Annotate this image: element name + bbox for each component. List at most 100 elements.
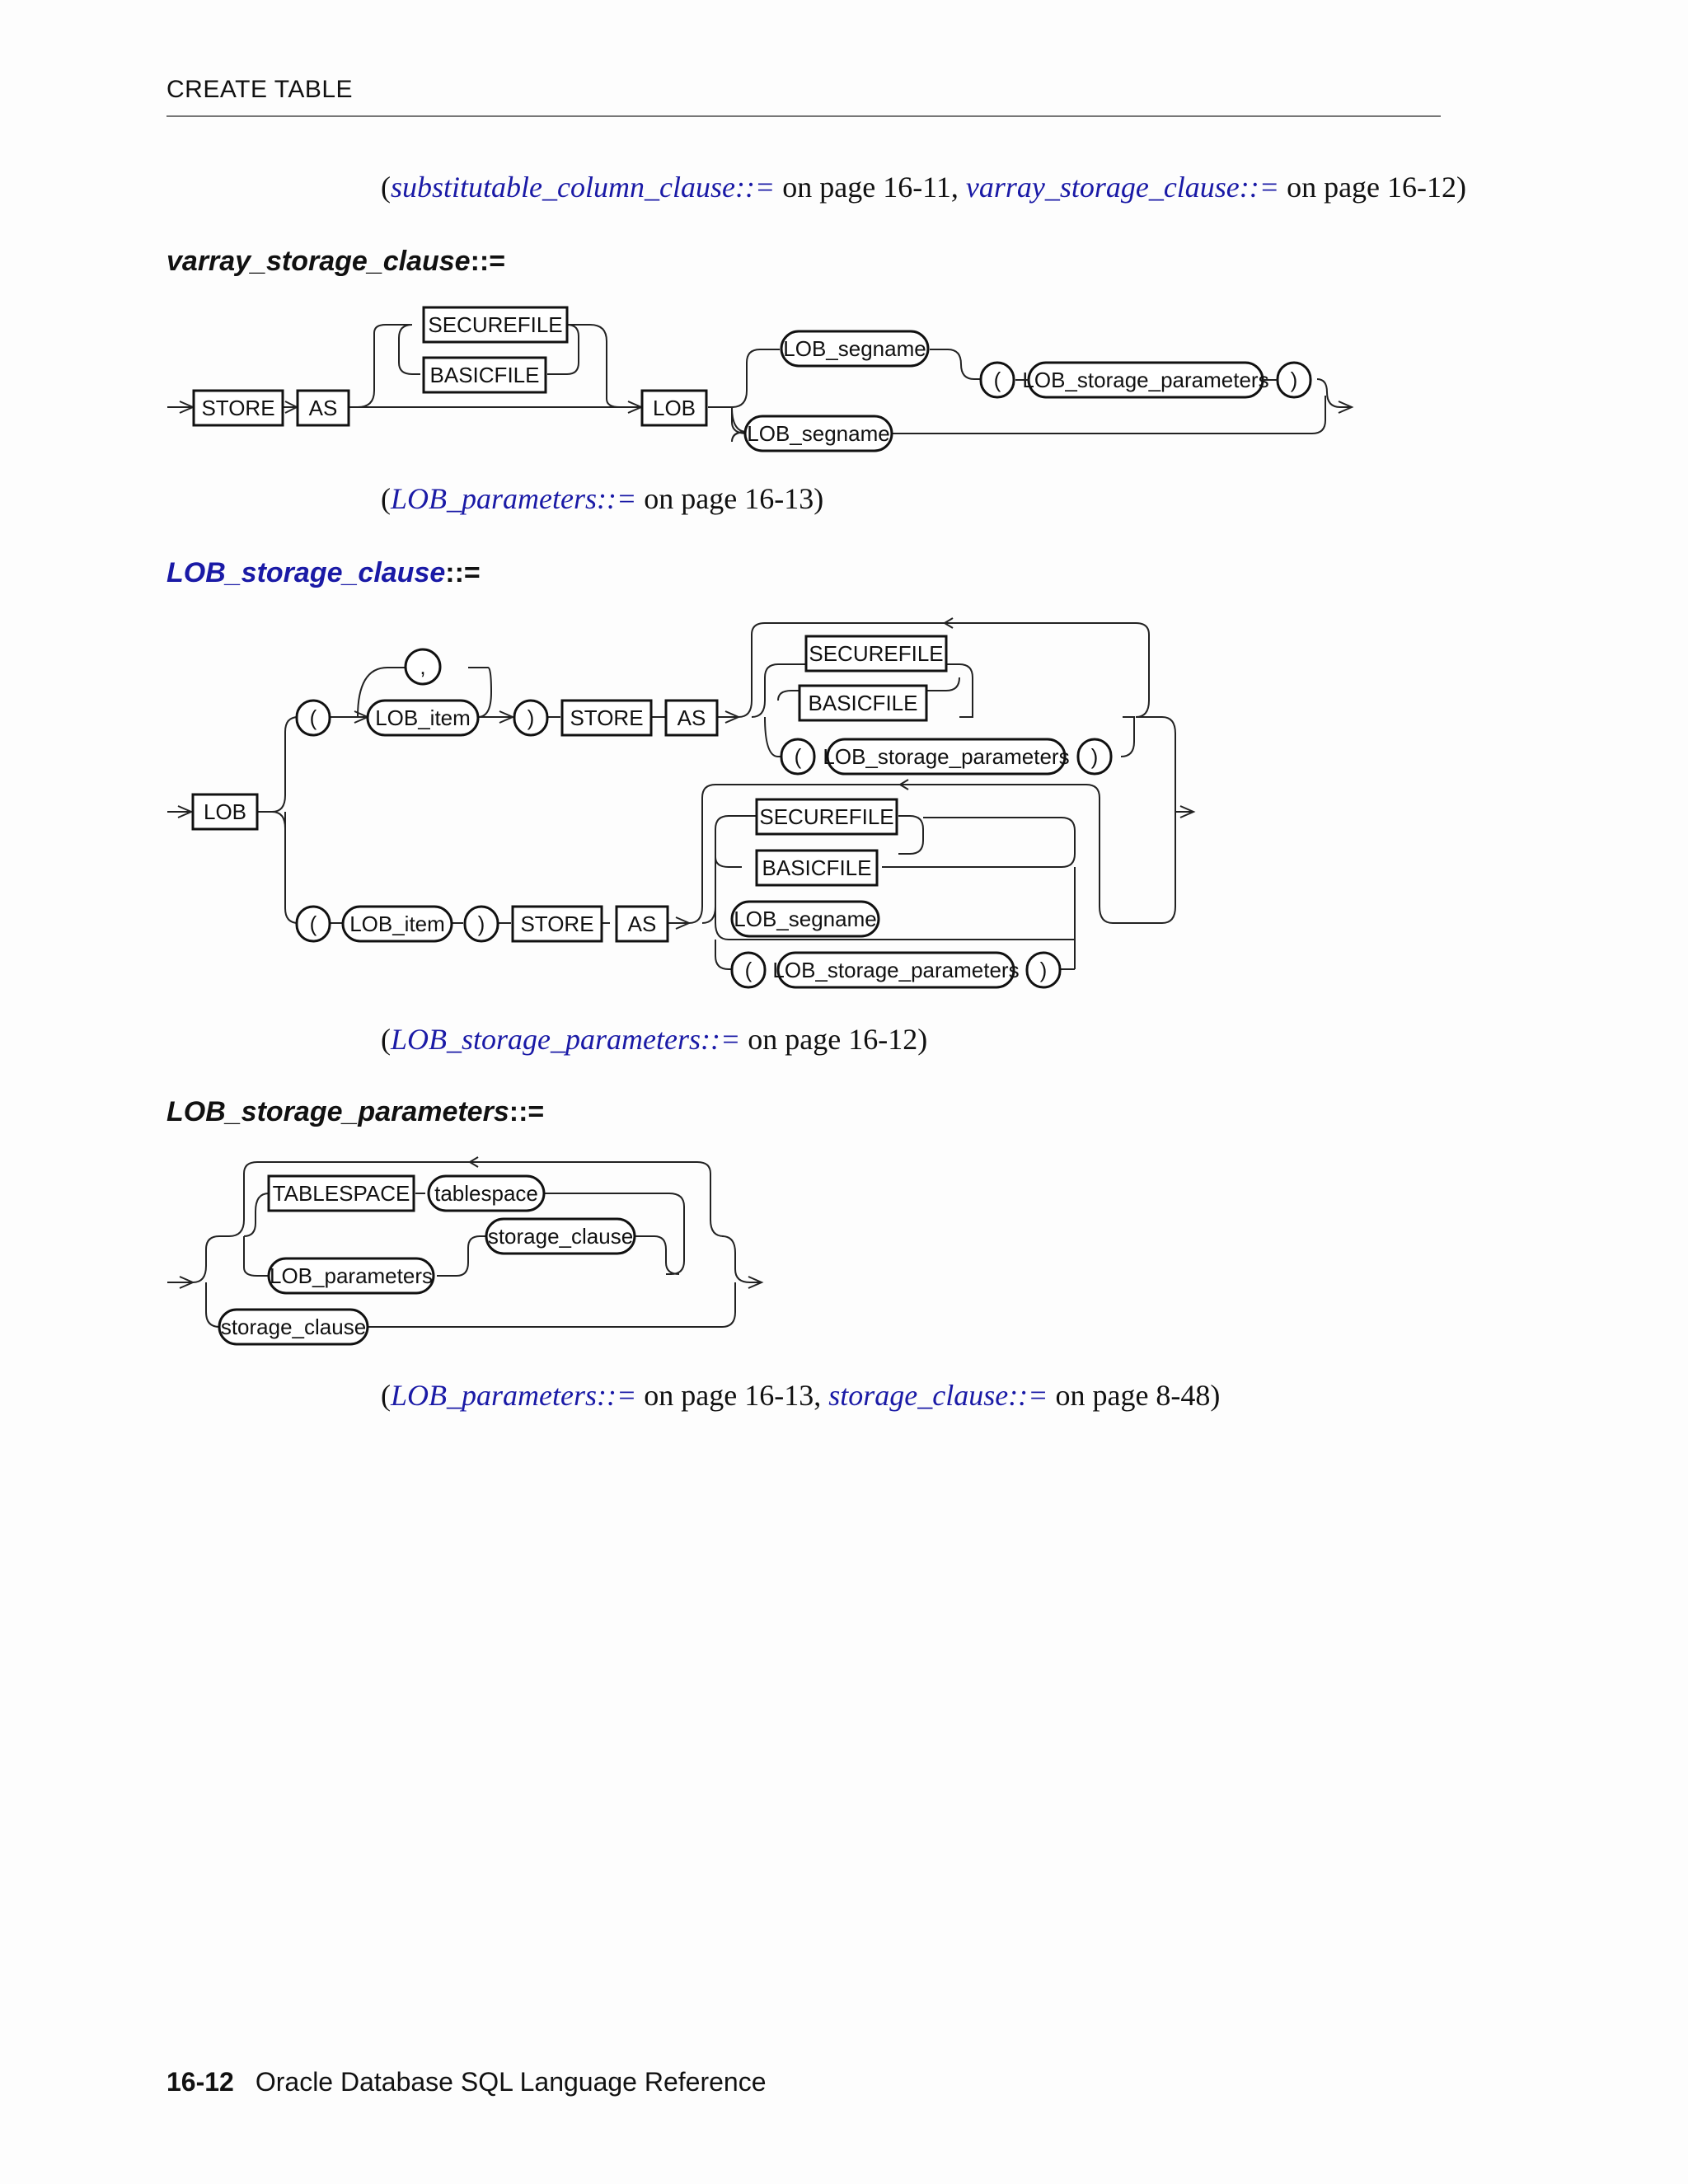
close-paren: ) xyxy=(1276,361,1312,399)
ref-text: on page 16-13 xyxy=(636,482,814,515)
lob-segname-bottom: LOB_segname xyxy=(743,415,893,452)
section-name-link[interactable]: LOB_storage_clause xyxy=(166,557,446,588)
bottom-params-close-paren: ) xyxy=(1025,951,1062,989)
section-title-varray-storage-clause: varray_storage_clause::= xyxy=(166,246,505,278)
ref-link-varray-storage-clause[interactable]: varray_storage_clause::= xyxy=(965,171,1280,204)
bottom-lob-segname: LOB_segname xyxy=(730,900,880,938)
svg-text:(: ( xyxy=(310,705,317,730)
svg-text:): ) xyxy=(1091,744,1099,769)
svg-text:STORE: STORE xyxy=(520,912,593,936)
lob-parameters-nonterminal: LOB_parameters xyxy=(267,1257,435,1295)
lob-storage-parameters-nonterminal: LOB_storage_parameters xyxy=(1022,361,1269,399)
ref-text: on page 16-11, xyxy=(775,171,966,204)
svg-text:SECUREFILE: SECUREFILE xyxy=(809,641,943,666)
storage-clause-inner: storage_clause xyxy=(485,1217,636,1255)
comma-separator: , xyxy=(404,648,442,686)
bottom-store-keyword: STORE xyxy=(511,905,603,943)
bottom-lob-storage-parameters: LOB_storage_parameters xyxy=(772,951,1020,989)
bottom-basicfile-keyword: BASICFILE xyxy=(755,849,879,887)
top-lob-storage-parameters: LOB_storage_parameters xyxy=(823,738,1070,776)
svg-text:AS: AS xyxy=(678,705,706,730)
lob-segname-top: LOB_segname xyxy=(780,330,930,368)
page-number: 16-12 xyxy=(166,2067,234,2097)
store-keyword: STORE xyxy=(192,389,284,427)
svg-text:(: ( xyxy=(310,912,317,936)
svg-text:LOB_segname: LOB_segname xyxy=(734,907,876,931)
svg-text:LOB_segname: LOB_segname xyxy=(783,336,926,361)
bottom-open-paren: ( xyxy=(295,905,331,943)
bottom-params-open-paren: ( xyxy=(730,951,767,989)
section-name: LOB_storage_parameters xyxy=(166,1096,509,1127)
cross-reference-2: (LOB_parameters::= on page 16-13) xyxy=(381,482,824,515)
section-title-lob-storage-parameters: LOB_storage_parameters::= xyxy=(166,1096,544,1128)
top-basicfile-keyword: BASICFILE xyxy=(798,684,928,722)
svg-text:storage_clause: storage_clause xyxy=(221,1315,366,1339)
svg-text:STORE: STORE xyxy=(201,396,274,420)
svg-text:SECUREFILE: SECUREFILE xyxy=(428,312,562,337)
storage-clause-outer: storage_clause xyxy=(218,1308,369,1346)
svg-text:LOB: LOB xyxy=(204,799,246,824)
ref-link-lob-storage-parameters[interactable]: LOB_storage_parameters::= xyxy=(391,1023,741,1056)
svg-text:): ) xyxy=(528,705,535,730)
book-title: Oracle Database SQL Language Reference xyxy=(255,2067,767,2097)
tablespace-nonterminal: tablespace xyxy=(427,1174,546,1212)
securefile-keyword: SECUREFILE xyxy=(422,306,569,344)
svg-text:LOB: LOB xyxy=(653,396,696,420)
svg-text:STORE: STORE xyxy=(570,705,643,730)
tablespace-keyword: TABLESPACE xyxy=(267,1174,415,1212)
svg-text:(: ( xyxy=(795,744,802,769)
ref-link-lob-parameters[interactable]: LOB_parameters::= xyxy=(391,482,637,515)
top-store-keyword: STORE xyxy=(560,699,653,737)
lob-storage-clause-diagram: LOB , ( LOB_item ) STORE AS SECUREFILE B… xyxy=(167,617,1196,989)
section-operator: ::= xyxy=(509,1096,545,1127)
top-securefile-keyword: SECUREFILE xyxy=(804,635,948,673)
top-params-close-paren: ) xyxy=(1076,738,1113,776)
cross-reference-1: (substitutable_column_clause::= on page … xyxy=(381,171,1467,204)
top-lob-item: LOB_item xyxy=(366,699,480,737)
ref-text: on page 8-48 xyxy=(1048,1379,1211,1412)
cross-reference-3: (LOB_storage_parameters::= on page 16-12… xyxy=(381,1023,928,1056)
svg-text:BASICFILE: BASICFILE xyxy=(762,855,872,880)
ref-link-substitutable-column-clause[interactable]: substitutable_column_clause::= xyxy=(391,171,776,204)
lob-keyword: LOB xyxy=(640,389,708,427)
svg-text:storage_clause: storage_clause xyxy=(488,1224,633,1249)
svg-text:LOB_storage_parameters: LOB_storage_parameters xyxy=(772,958,1019,982)
ref-link-lob-parameters[interactable]: LOB_parameters::= xyxy=(391,1379,637,1412)
running-head: CREATE TABLE xyxy=(166,76,354,103)
svg-text:): ) xyxy=(1291,368,1298,392)
svg-text:LOB_parameters: LOB_parameters xyxy=(270,1263,433,1288)
basicfile-keyword: BASICFILE xyxy=(422,356,547,394)
svg-text:LOB_segname: LOB_segname xyxy=(747,421,889,446)
section-name: varray_storage_clause xyxy=(166,246,471,277)
section-operator: ::= xyxy=(445,557,481,588)
as-keyword: AS xyxy=(296,389,350,427)
lob-storage-parameters-diagram: TABLESPACE tablespace storage_clause LOB… xyxy=(167,1156,764,1346)
svg-text:LOB_storage_parameters: LOB_storage_parameters xyxy=(1022,368,1268,392)
svg-text:LOB_item: LOB_item xyxy=(349,912,445,936)
svg-text:,: , xyxy=(420,654,425,679)
svg-text:tablespace: tablespace xyxy=(434,1181,538,1206)
header-rule xyxy=(166,115,1441,117)
lob-keyword: LOB xyxy=(191,793,259,831)
svg-text:): ) xyxy=(1040,958,1048,982)
ref-link-storage-clause[interactable]: storage_clause::= xyxy=(828,1379,1048,1412)
svg-text:TABLESPACE: TABLESPACE xyxy=(273,1181,410,1206)
varray-storage-clause-diagram: STORE AS SECUREFILE BASICFILE LOB LOB_se… xyxy=(167,306,1354,452)
top-params-open-paren: ( xyxy=(780,738,816,776)
svg-text:LOB_item: LOB_item xyxy=(375,705,471,730)
svg-text:(: ( xyxy=(745,958,753,982)
ref-text: on page 16-12 xyxy=(1279,171,1457,204)
svg-text:LOB_storage_parameters: LOB_storage_parameters xyxy=(823,744,1069,769)
bottom-lob-item: LOB_item xyxy=(341,905,453,943)
ref-text: on page 16-13, xyxy=(636,1379,829,1412)
bottom-securefile-keyword: SECUREFILE xyxy=(755,798,898,836)
open-paren: ( xyxy=(979,361,1015,399)
svg-text:SECUREFILE: SECUREFILE xyxy=(759,804,893,829)
svg-text:AS: AS xyxy=(628,912,657,936)
ref-text: on page 16-12 xyxy=(740,1023,918,1056)
bottom-close-paren: ) xyxy=(463,905,499,943)
page-footer: 16-12 Oracle Database SQL Language Refere… xyxy=(166,2067,767,2097)
svg-text:): ) xyxy=(478,912,485,936)
diagram-lines xyxy=(167,1156,764,1328)
